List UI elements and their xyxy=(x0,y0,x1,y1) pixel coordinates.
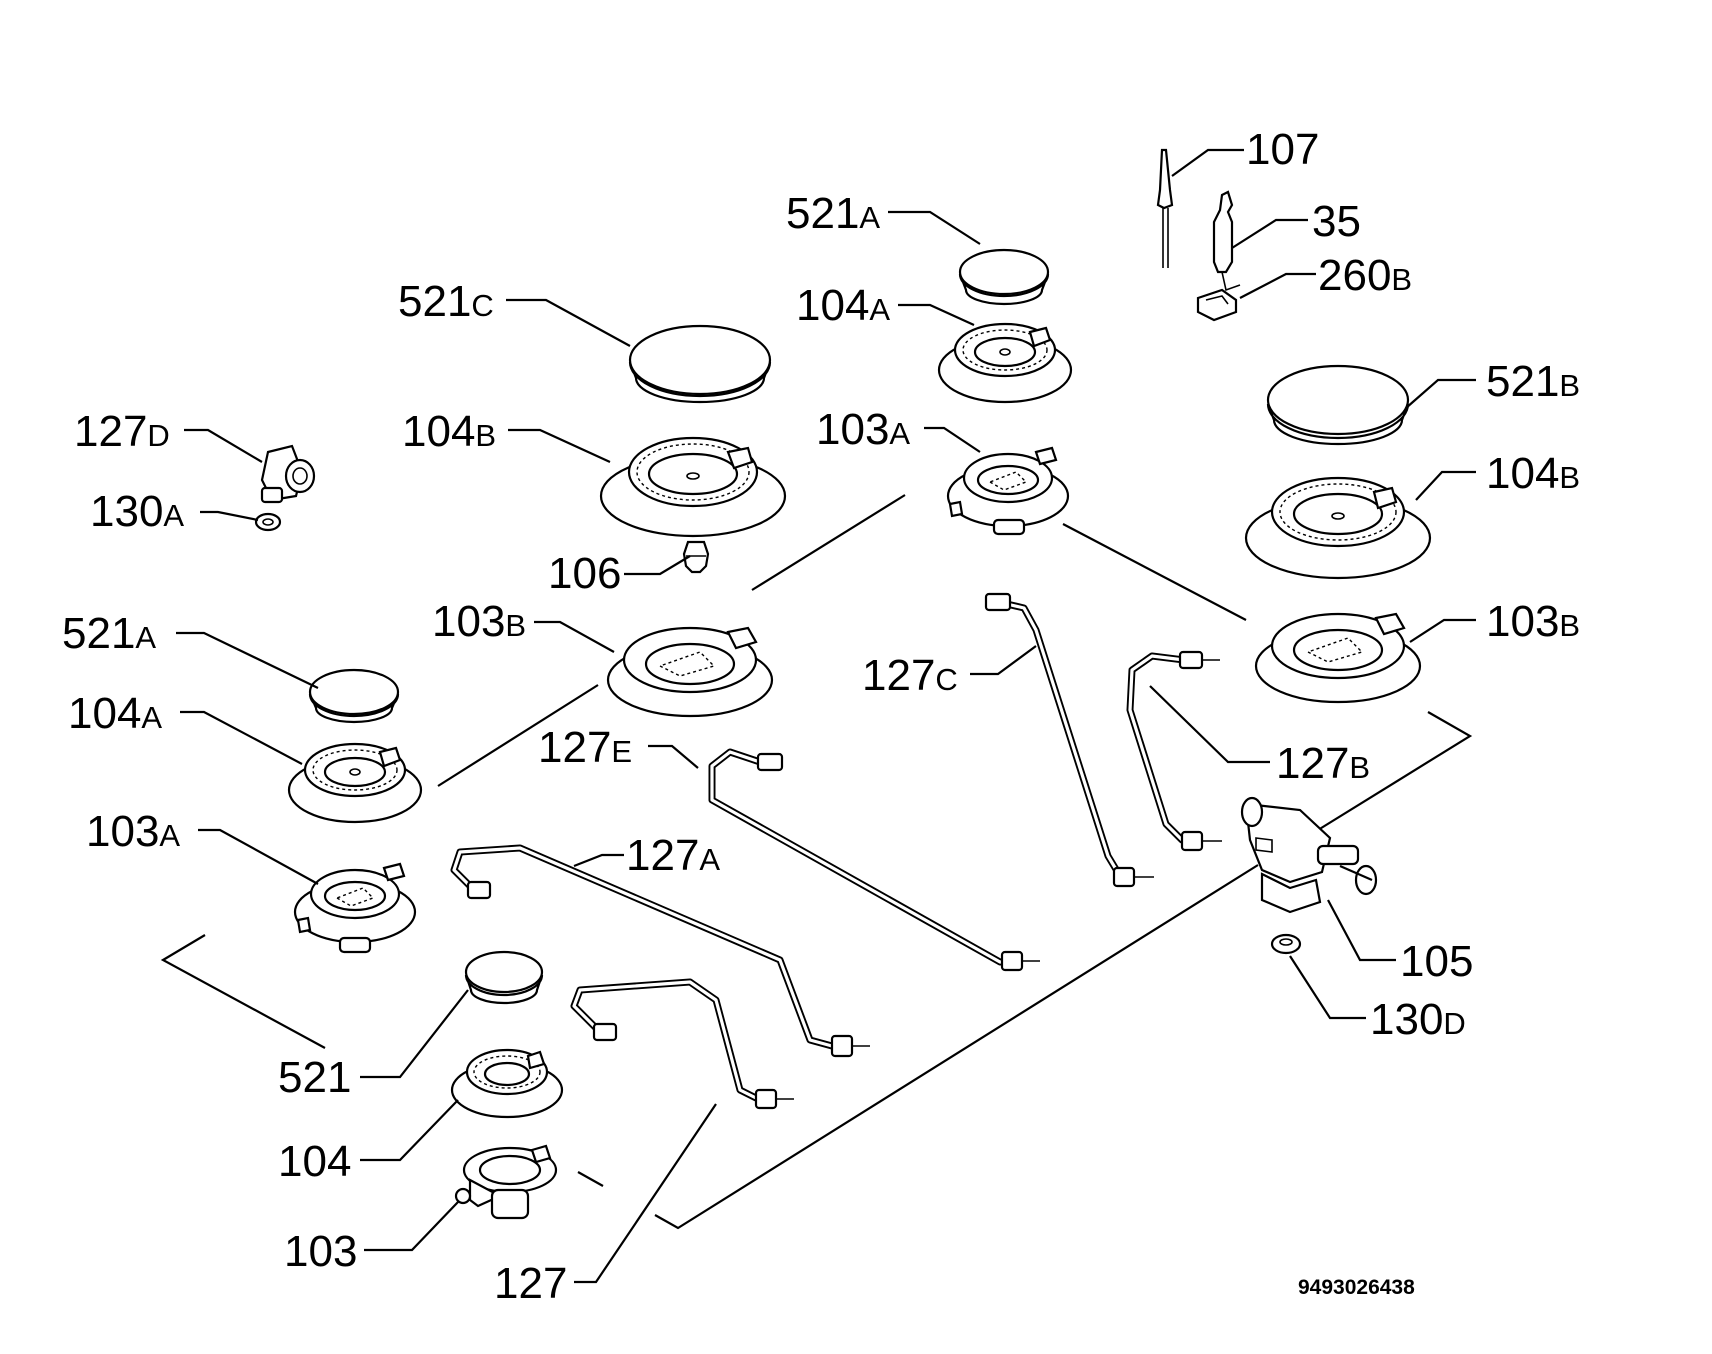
washer-130d xyxy=(1270,933,1302,955)
burner-base-103b-right xyxy=(1254,612,1422,704)
label-521a-left: 521A xyxy=(62,609,156,658)
label-260b: 260B xyxy=(1318,251,1412,300)
gas-pipe-127b xyxy=(1126,650,1222,852)
gas-pipe-127c xyxy=(984,592,1154,888)
gas-pipe-127e xyxy=(708,748,1040,972)
label-104b-right: 104B xyxy=(1486,449,1580,498)
label-521c: 521C xyxy=(398,277,494,326)
label-103b-right: 103B xyxy=(1486,597,1580,646)
part-labels: 107 35 260B 521A 104A 103A 521C 104B 106… xyxy=(62,125,1580,1308)
label-104b-left: 104B xyxy=(402,407,496,456)
gas-pipe-127a xyxy=(450,844,870,1058)
assembly-lines xyxy=(160,494,1473,1230)
label-127: 127 xyxy=(494,1259,567,1308)
label-105: 105 xyxy=(1400,937,1473,986)
electrode-clip-260b xyxy=(1196,288,1238,322)
burner-base-103a-top xyxy=(946,446,1070,536)
label-107: 107 xyxy=(1246,125,1319,174)
label-104a-left: 104A xyxy=(68,689,162,738)
label-103a-top: 103A xyxy=(816,405,910,454)
label-103a-left: 103A xyxy=(86,807,180,856)
burner-cap-521a-left xyxy=(308,668,400,724)
label-521b: 521B xyxy=(1486,357,1580,406)
thermocouple-107 xyxy=(1156,148,1174,268)
leader-lines xyxy=(176,148,1476,1284)
ignition-electrode-35 xyxy=(1212,190,1241,292)
burner-cap-521 xyxy=(464,950,544,1005)
label-127e: 127E xyxy=(538,723,632,772)
burner-crown-104a-left xyxy=(287,742,423,824)
burner-cap-521a-top xyxy=(958,248,1050,306)
elbow-connector-127d xyxy=(260,444,316,504)
gas-pipe-127 xyxy=(570,978,794,1110)
burner-cap-521c xyxy=(628,324,772,404)
label-103b-left: 103B xyxy=(432,597,526,646)
burner-cap-521b xyxy=(1266,364,1410,446)
drawing-number: 9493026438 xyxy=(1298,1276,1415,1299)
burner-base-103a-left xyxy=(293,862,417,954)
label-104: 104 xyxy=(278,1137,351,1186)
label-127d: 127D xyxy=(74,407,170,456)
burner-crown-104a-top xyxy=(937,322,1073,404)
burner-crown-104b-left xyxy=(599,436,787,538)
washer-130a xyxy=(254,512,282,532)
burner-crown-104b-right xyxy=(1244,476,1432,580)
label-106: 106 xyxy=(548,549,621,598)
label-521: 521 xyxy=(278,1053,351,1102)
gas-tap-105 xyxy=(1240,796,1378,914)
label-127c: 127C xyxy=(862,651,958,700)
label-130d: 130D xyxy=(1370,995,1466,1044)
label-104a-top: 104A xyxy=(796,281,890,330)
burner-crown-104 xyxy=(450,1048,564,1119)
label-35: 35 xyxy=(1312,197,1361,246)
burner-base-103 xyxy=(454,1144,558,1220)
label-127a: 127A xyxy=(626,831,720,880)
burner-base-103b-left xyxy=(606,626,774,718)
label-130a: 130A xyxy=(90,487,184,536)
label-127b: 127B xyxy=(1276,739,1370,788)
label-103: 103 xyxy=(284,1227,357,1276)
label-521a-top: 521A xyxy=(786,189,880,238)
